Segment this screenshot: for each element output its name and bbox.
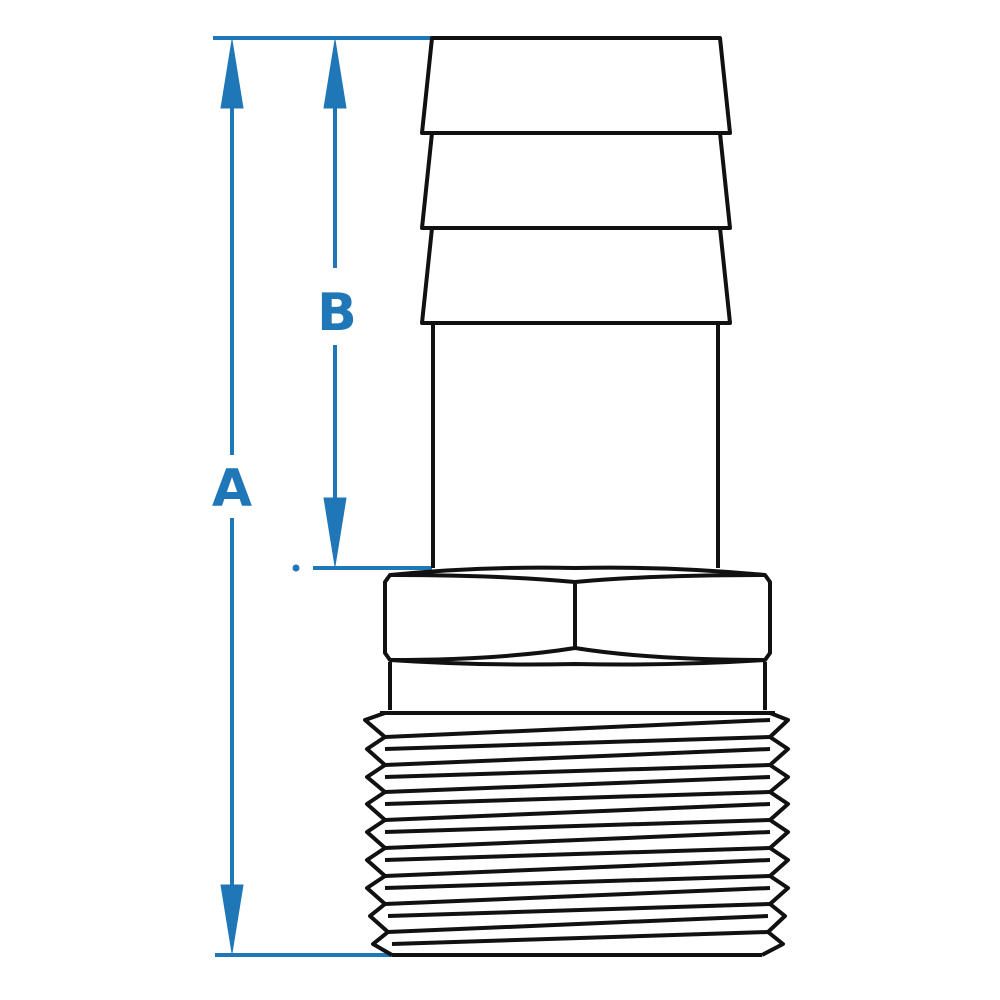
thread-line bbox=[391, 930, 769, 946]
barb-ridge-2 bbox=[420, 131, 732, 230]
arrow-up-icon bbox=[220, 39, 244, 109]
thread-line bbox=[384, 790, 771, 806]
thread-left-profile bbox=[363, 711, 394, 957]
dimension-lines bbox=[213, 36, 432, 957]
thread-line bbox=[384, 818, 771, 834]
dimension-b bbox=[323, 39, 347, 567]
thread-line bbox=[384, 886, 771, 906]
hex-nut bbox=[383, 565, 772, 667]
thread-line bbox=[387, 914, 769, 934]
thread-line bbox=[384, 830, 771, 850]
thread-right-profile bbox=[761, 711, 790, 957]
hose-barb bbox=[420, 36, 732, 568]
dimension-label-a: A bbox=[212, 459, 252, 519]
male-thread bbox=[363, 711, 790, 957]
dimension-a bbox=[220, 39, 244, 954]
fitting-outline bbox=[363, 36, 790, 957]
thread-line bbox=[384, 735, 771, 751]
thread-line bbox=[384, 747, 771, 767]
thread-line bbox=[384, 802, 771, 822]
barb-ridge-1 bbox=[420, 36, 732, 135]
dimension-label-b: B bbox=[317, 283, 357, 343]
b-extension-dot bbox=[292, 564, 300, 572]
thread-line bbox=[384, 858, 771, 878]
thread-line bbox=[384, 718, 771, 739]
thread-line bbox=[384, 874, 771, 890]
barb-ridge-3 bbox=[420, 226, 732, 325]
neck bbox=[388, 662, 767, 710]
arrow-down-icon bbox=[323, 497, 347, 567]
arrow-down-icon bbox=[220, 884, 244, 954]
thread-line bbox=[384, 763, 771, 779]
thread-line bbox=[384, 775, 771, 794]
arrow-up-icon bbox=[323, 39, 347, 109]
thread-line bbox=[384, 846, 771, 862]
thread-line bbox=[387, 902, 771, 918]
